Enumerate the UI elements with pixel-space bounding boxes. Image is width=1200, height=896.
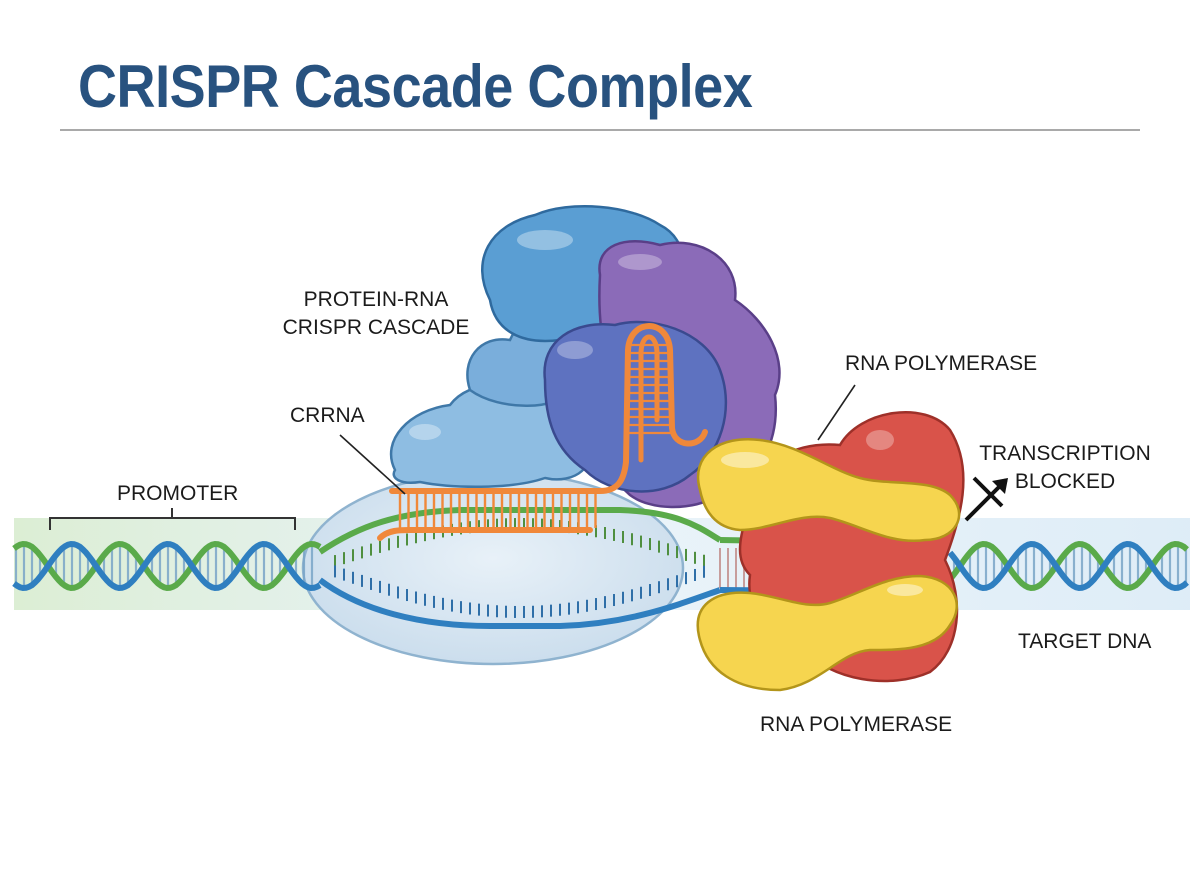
polymerase-yellow-upper <box>696 437 961 543</box>
rnap-top-leader-line <box>817 384 856 441</box>
cascade-label-line1: PROTEIN-RNA <box>303 288 449 311</box>
transcription-blocked-icon <box>964 476 1008 522</box>
promoter-bracket <box>49 508 296 530</box>
transcription-blocked-line1: TRANSCRIPTION <box>979 442 1151 465</box>
crrna-leader-line <box>339 434 406 495</box>
dna-strand-blue-unwound <box>318 577 721 629</box>
target-dna-label: TARGET DNA <box>1018 630 1152 653</box>
crrna-hairpin-inner <box>638 334 660 463</box>
rna-polymerase-bottom-label: RNA POLYMERASE <box>760 713 953 736</box>
promoter-label: PROMOTER <box>117 482 239 505</box>
title-divider <box>60 129 1140 131</box>
cascade-indigo-lobe <box>543 320 728 493</box>
crrna-strand <box>377 323 708 541</box>
dna-strand-blue-right <box>947 540 1189 592</box>
dna-strand-blue-left <box>12 540 322 592</box>
cascade-label: PROTEIN-RNA CRISPR CASCADE <box>276 286 476 342</box>
crrna-backbone-bottom <box>377 527 593 541</box>
cascade-label-line2: CRISPR CASCADE <box>282 316 470 339</box>
polymerase-yellow-lower <box>696 574 958 692</box>
dna-strand-green-left <box>12 540 322 592</box>
rna-polymerase <box>696 411 965 692</box>
dna-strand-green-right <box>947 540 1189 592</box>
page-title: CRISPR Cascade Complex <box>78 53 753 120</box>
transcription-blocked-line2: BLOCKED <box>1014 470 1116 493</box>
rna-polymerase-top-label: RNA POLYMERASE <box>845 352 1038 375</box>
crrna-label: CRRNA <box>290 404 365 427</box>
transcription-blocked-label: TRANSCRIPTION BLOCKED <box>972 440 1158 496</box>
crrna-backbone-top <box>389 323 708 494</box>
crrna-base-pairs <box>398 343 671 528</box>
